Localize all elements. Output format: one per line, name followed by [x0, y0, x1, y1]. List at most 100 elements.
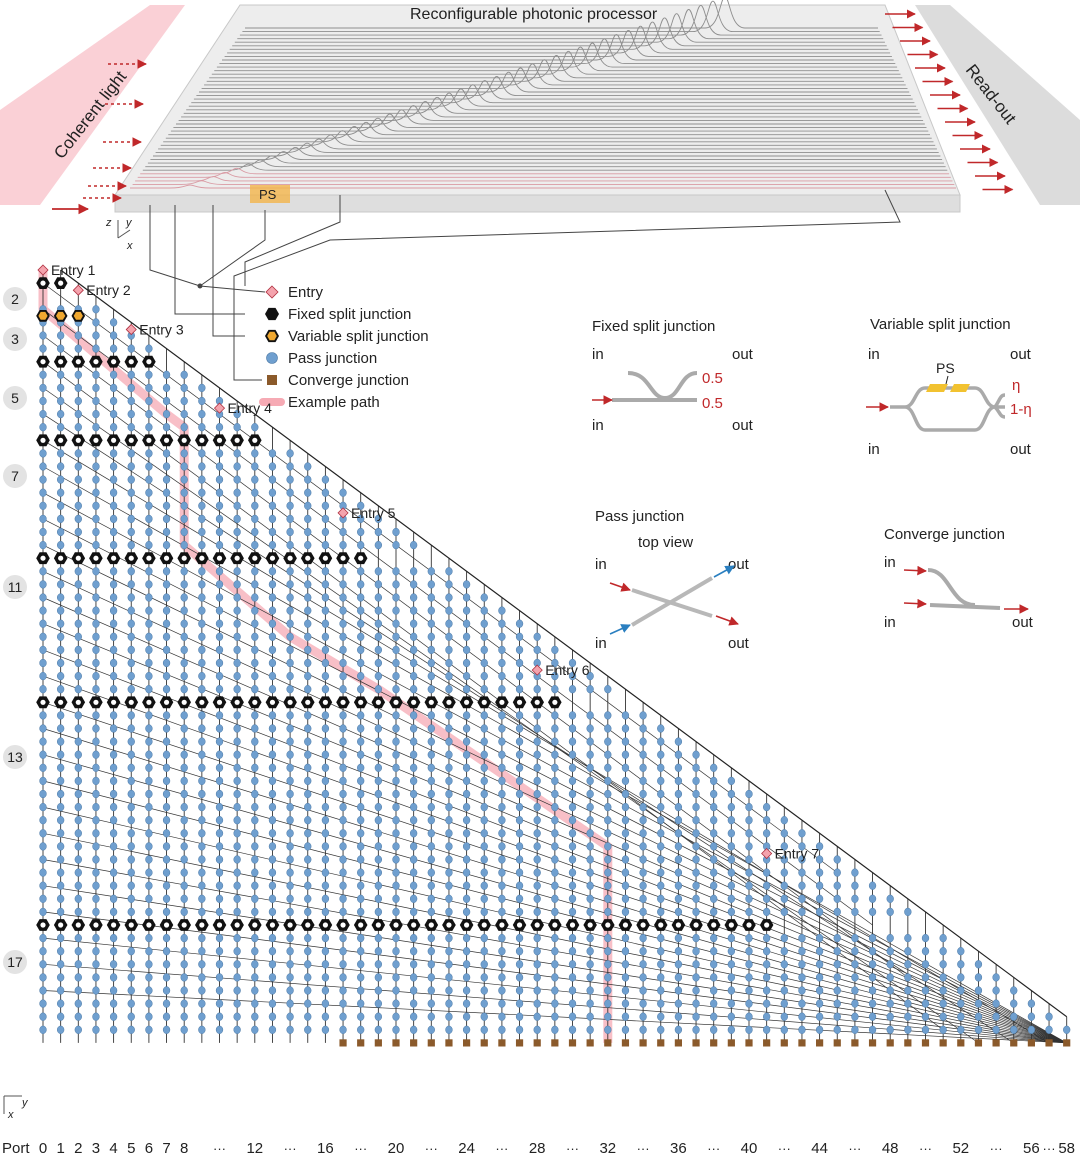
- pass-junction: [569, 869, 576, 877]
- converge-junction: [375, 1039, 382, 1046]
- entry-label: Entry 3: [139, 322, 184, 338]
- fixed-split-junction: [36, 696, 50, 708]
- fixed-split-junction: [336, 919, 350, 931]
- pass-junction: [357, 829, 364, 837]
- pass-junction: [551, 1026, 558, 1034]
- converge-junction: [940, 1039, 947, 1046]
- converge-junction: [339, 1039, 346, 1046]
- pass-junction: [640, 895, 647, 903]
- pass-junction: [516, 646, 523, 654]
- pass-junction: [216, 843, 223, 851]
- pass-junction: [481, 816, 488, 824]
- pass-junction: [622, 934, 629, 942]
- pass-junction: [110, 581, 117, 589]
- pass-junction: [428, 738, 435, 746]
- pass-junction: [657, 738, 664, 746]
- pass-junction: [57, 659, 64, 667]
- pass-junction: [357, 712, 364, 720]
- pass-junction: [957, 987, 964, 995]
- fixed-split-junction: [54, 277, 68, 289]
- pass-junction: [93, 450, 100, 458]
- pass-junction: [110, 869, 117, 877]
- pass-junction: [428, 934, 435, 942]
- pass-junction: [640, 843, 647, 851]
- pass-junction: [410, 594, 417, 602]
- pass-junction: [40, 515, 47, 523]
- pass-junction: [75, 528, 82, 536]
- converge-junction: [834, 1039, 841, 1046]
- pass-junction: [75, 594, 82, 602]
- pass-junction: [128, 1026, 135, 1034]
- pass-junction: [75, 384, 82, 392]
- pass-junction: [887, 1013, 894, 1021]
- pass-junction: [163, 410, 170, 418]
- pass-junction: [534, 777, 541, 785]
- pass-junction: [40, 803, 47, 811]
- pass-junction: [534, 974, 541, 982]
- pass-junction: [675, 1026, 682, 1034]
- pass-junction: [710, 1026, 717, 1034]
- pass-junction: [410, 803, 417, 811]
- pass-junction: [622, 712, 629, 720]
- pass-junction: [57, 895, 64, 903]
- converge-junction: [622, 1039, 629, 1046]
- pass-junction: [269, 528, 276, 536]
- pass-junction: [322, 528, 329, 536]
- pass-junction: [163, 803, 170, 811]
- pass-junction: [1046, 1026, 1053, 1034]
- pass-junction: [499, 646, 506, 654]
- port-prefix: Port: [2, 1140, 30, 1155]
- pass-junction: [340, 803, 347, 811]
- pass-junction: [587, 803, 594, 811]
- pass-junction: [587, 947, 594, 955]
- pass-junction: [57, 371, 64, 379]
- pass-junction: [57, 410, 64, 418]
- pass-junction: [852, 869, 859, 877]
- pass-junction: [234, 620, 241, 628]
- pass-junction: [57, 515, 64, 523]
- pass-junction: [1010, 1013, 1017, 1021]
- pass-junction: [481, 790, 488, 798]
- converge-junction: [904, 1039, 911, 1046]
- pass-junction: [75, 332, 82, 340]
- pass-junction: [287, 528, 294, 536]
- pass-junction: [340, 764, 347, 772]
- svg-text:17: 17: [7, 954, 23, 970]
- pass-junction: [198, 960, 205, 968]
- pass-junction: [357, 1026, 364, 1034]
- pass-junction: [887, 960, 894, 968]
- pass-junction: [234, 515, 241, 523]
- pass-junction: [304, 567, 311, 575]
- pass-junction: [287, 856, 294, 864]
- port-label: 6: [145, 1140, 153, 1155]
- fixed-split-junction: [107, 919, 121, 931]
- pass-junction: [499, 803, 506, 811]
- pass-junction: [587, 974, 594, 982]
- legend-item: Variable split junction: [265, 328, 429, 345]
- pass-junction: [904, 1026, 911, 1034]
- pass-junction: [569, 725, 576, 733]
- pass-junction: [587, 738, 594, 746]
- pass-junction: [446, 856, 453, 864]
- pass-junction: [304, 581, 311, 589]
- pass-junction: [93, 790, 100, 798]
- pass-junction: [269, 581, 276, 589]
- pass-junction: [163, 1000, 170, 1008]
- pass-junction: [622, 908, 629, 916]
- pass-junction: [40, 581, 47, 589]
- pass-junction: [357, 882, 364, 890]
- pass-junction: [146, 974, 153, 982]
- pass-junction: [357, 960, 364, 968]
- pass-junction: [40, 410, 47, 418]
- pass-junction: [993, 974, 1000, 982]
- stage-badge: 7: [3, 464, 27, 488]
- pass-junction: [198, 987, 205, 995]
- fixed-split-junction: [283, 919, 297, 931]
- pass-junction: [163, 790, 170, 798]
- pass-junction: [287, 790, 294, 798]
- pass-junction: [93, 397, 100, 405]
- pass-junction: [40, 371, 47, 379]
- pass-junction: [251, 423, 258, 431]
- converge-junction: [675, 1039, 682, 1046]
